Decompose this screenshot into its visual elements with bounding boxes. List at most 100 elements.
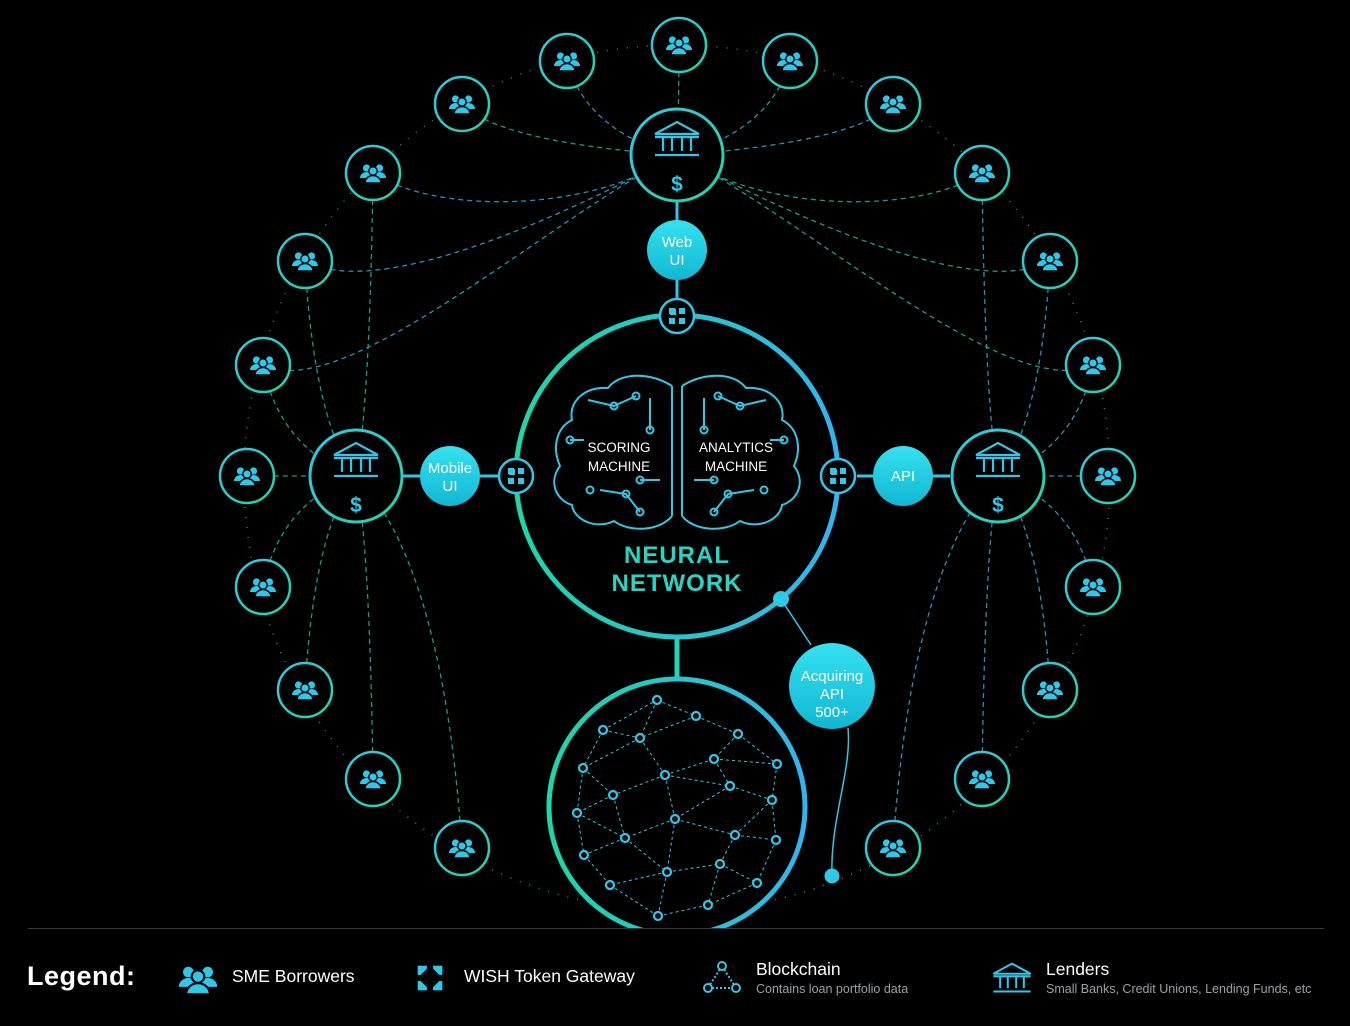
dollar-icon: $ [671, 173, 683, 196]
acquiring-api-label-3: 500+ [815, 704, 849, 721]
blockchain-link [719, 863, 758, 884]
borrower-lender-link [304, 154, 678, 272]
blockchain-node [571, 807, 583, 819]
borrower-node[interactable] [276, 232, 334, 290]
blockchain-link [602, 699, 658, 731]
blockchain-link [695, 715, 739, 735]
blockchain-node [724, 780, 736, 792]
blockchain-link [666, 863, 721, 873]
borrower-node[interactable] [234, 558, 292, 616]
blockchain-link [582, 729, 604, 769]
scoring-machine-label-1: SCORING [587, 440, 650, 455]
legend-item-lenders: Lenders Small Banks, Credit Unions, Lend… [990, 958, 1311, 998]
legend-item-blockchain: Blockchain Contains loan portfolio data [700, 958, 908, 998]
blockchain-link [713, 758, 731, 787]
blockchain-link [674, 785, 731, 820]
dollar-icon: $ [350, 494, 362, 517]
legend-sub-lenders: Small Banks, Credit Unions, Lending Fund… [1046, 982, 1312, 996]
legend-label-blockchain: Blockchain [756, 959, 841, 979]
legend-label-lenders: Lenders [1046, 959, 1110, 979]
gateway-node[interactable] [819, 457, 857, 495]
blockchain-sphere [546, 676, 808, 928]
legend-sub-blockchain: Contains loan portfolio data [756, 982, 909, 996]
blockchain-link [639, 699, 658, 739]
blockchain-link [612, 794, 626, 839]
blockchain-node [714, 858, 726, 870]
legend: Legend: SME Borrowers WISH Token Gateway [0, 928, 1350, 1026]
dollar-icon: $ [992, 494, 1004, 517]
blockchain-node [619, 832, 631, 844]
mobile-ui-label-2: UI [443, 478, 458, 495]
borrower-node[interactable] [761, 32, 819, 90]
scoring-machine-label-2: MACHINE [588, 459, 650, 474]
acquiring-api-label-1: Acquiring [801, 668, 864, 685]
borrower-node[interactable] [344, 144, 402, 202]
gateway-node[interactable] [658, 297, 696, 335]
api-hub[interactable]: API [873, 446, 933, 506]
acquiring-connector-dot [773, 591, 789, 607]
blockchain-link [734, 834, 777, 841]
blockchain-node [766, 794, 778, 806]
blockchain-link [771, 763, 778, 801]
borrower-node[interactable] [1064, 336, 1122, 394]
borrower-node[interactable] [538, 32, 596, 90]
borrower-node[interactable] [218, 447, 276, 505]
web-ui-hub[interactable]: Web UI [647, 220, 707, 280]
blockchain-link [582, 767, 614, 796]
borrower-lender-link [676, 154, 1051, 272]
borrower-node[interactable] [864, 819, 922, 877]
borrower-node[interactable] [953, 144, 1011, 202]
blockchain-link [657, 871, 668, 917]
acquiring-api-hub[interactable]: Acquiring API 500+ [789, 643, 875, 729]
borrower-node[interactable] [344, 750, 402, 808]
neural-network-title-2: NETWORK [612, 570, 743, 597]
web-ui-label-2: UI [670, 252, 685, 269]
borrower-node[interactable] [1079, 447, 1137, 505]
blockchain-link [707, 882, 758, 906]
borrower-lender-link [676, 154, 1094, 372]
blockchain-link [582, 737, 641, 769]
blockchain-link [771, 799, 777, 841]
blockchain-link [666, 818, 676, 873]
borrower-node[interactable] [1021, 232, 1079, 290]
web-ui-label-1: Web [662, 234, 693, 251]
blockchain-link [583, 854, 611, 886]
borrower-node[interactable] [234, 336, 292, 394]
borrower-node[interactable] [276, 661, 334, 719]
borrower-node[interactable] [433, 819, 491, 877]
blockchain-node [708, 753, 720, 765]
blockchain-link [707, 863, 721, 906]
blockchain-node [604, 879, 616, 891]
blockchain-node [771, 758, 783, 770]
lender-right[interactable]: $ [950, 428, 1046, 524]
legend-item-gateway: WISH Token Gateway [408, 958, 635, 998]
blockchain-node [751, 877, 763, 889]
blockchain-link [576, 812, 585, 856]
borrower-node[interactable] [864, 75, 922, 133]
borrower-node[interactable] [1021, 661, 1079, 719]
borrower-node[interactable] [650, 16, 708, 74]
blockchain-link [734, 799, 773, 836]
blockchain-link [576, 767, 584, 814]
blockchain-link [664, 774, 676, 820]
borrower-lender-link [262, 154, 678, 372]
solid-connectors [402, 201, 950, 877]
blockchain-node [690, 710, 702, 722]
borrower-node[interactable] [1064, 558, 1122, 616]
mobile-ui-hub[interactable]: Mobile UI [420, 446, 480, 506]
legend-label-borrowers: SME Borrowers [232, 966, 355, 986]
blockchain-link [664, 758, 715, 776]
wish-token-gateways [497, 297, 857, 495]
blockchain-node [732, 728, 744, 740]
lender-top[interactable]: $ [629, 107, 725, 203]
borrower-lender-link [997, 260, 1051, 477]
blockchain-link [609, 871, 668, 886]
blockchain-link [576, 794, 614, 814]
borrower-node[interactable] [953, 750, 1011, 808]
gateway-node[interactable] [497, 457, 535, 495]
blockchain-link [639, 737, 666, 776]
borrower-node[interactable] [433, 75, 491, 133]
lender-left[interactable]: $ [308, 428, 404, 524]
users-icon [178, 966, 218, 996]
bank-icon [992, 962, 1032, 993]
